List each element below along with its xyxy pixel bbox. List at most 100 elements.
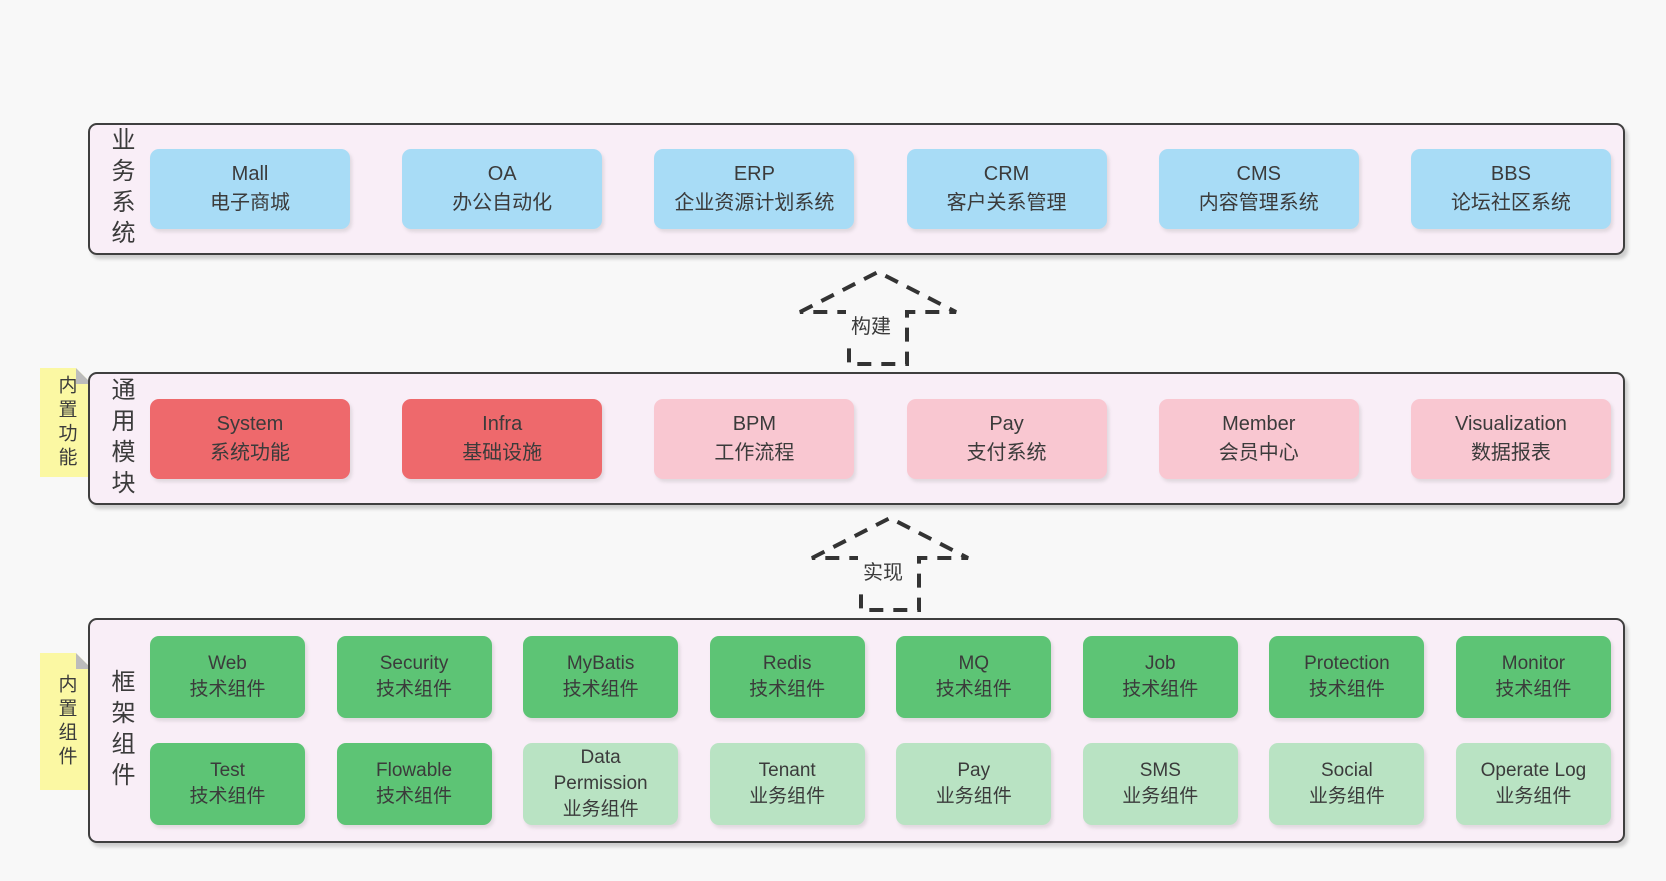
- box-name: Protection: [1304, 653, 1390, 674]
- box-name: BPM: [732, 412, 777, 435]
- box-desc: 业务组件: [935, 786, 1012, 807]
- box-desc: 论坛社区系统: [1450, 192, 1571, 214]
- box-desc: 技术组件: [376, 786, 453, 807]
- note-builtin-features: 内置功能: [40, 368, 92, 477]
- box-desc: 业务组件: [1308, 786, 1385, 807]
- build-arrow-icon: [799, 269, 957, 366]
- box-member: Member 会员中心: [1158, 398, 1359, 479]
- build-arrow-label: 构建: [846, 308, 896, 341]
- box-name: Redis: [762, 653, 812, 674]
- box-desc: 技术组件: [189, 679, 266, 700]
- box-name: Operate Log: [1480, 760, 1587, 781]
- box-desc: 技术组件: [1308, 679, 1385, 700]
- box-name: Job: [1144, 653, 1176, 674]
- implement-arrow-label: 实现: [858, 554, 908, 587]
- box-desc: 基础设施: [462, 441, 543, 464]
- box-desc: 技术组件: [935, 679, 1012, 700]
- box-desc: 数据报表: [1470, 441, 1551, 464]
- component-rows: Web 技术组件 Security 技术组件 MyBatis 技术组件 Redi…: [150, 636, 1611, 825]
- component-row-2: Test 技术组件 Flowable 技术组件 Data Permission …: [150, 743, 1611, 825]
- box-test: Test 技术组件: [150, 743, 305, 825]
- box-name: Mall: [231, 163, 269, 185]
- box-name: Infra: [482, 412, 523, 435]
- box-desc: 技术组件: [376, 679, 453, 700]
- box-web: Web 技术组件: [150, 636, 305, 718]
- box-name: Member: [1222, 412, 1296, 435]
- box-operate-log: Operate Log 业务组件: [1455, 743, 1611, 825]
- box-visualization: Visualization 数据报表: [1410, 398, 1611, 479]
- box-social: Social 业务组件: [1269, 743, 1425, 825]
- box-desc: 业务组件: [1122, 786, 1199, 807]
- box-job: Job 技术组件: [1082, 636, 1238, 718]
- box-name: Web: [208, 653, 247, 674]
- box-infra: Infra 基础设施: [402, 398, 603, 479]
- box-tenant: Tenant 业务组件: [709, 743, 865, 825]
- box-mybatis: MyBatis 技术组件: [523, 636, 679, 718]
- box-pay-component: Pay 业务组件: [896, 743, 1052, 825]
- box-name: Social: [1321, 760, 1373, 781]
- box-security: Security 技术组件: [336, 636, 492, 718]
- box-sms: SMS 业务组件: [1082, 743, 1238, 825]
- box-name: ERP: [733, 163, 775, 185]
- box-name: SMS: [1139, 760, 1181, 781]
- box-name: Visualization: [1454, 412, 1567, 435]
- box-desc: 工作流程: [714, 441, 795, 464]
- box-name: Test: [210, 760, 245, 781]
- box-name: BBS: [1490, 163, 1531, 185]
- box-monitor: Monitor 技术组件: [1455, 636, 1611, 718]
- box-name: CMS: [1236, 163, 1281, 185]
- box-desc: 电子商城: [210, 192, 290, 214]
- box-erp: ERP 企业资源计划系统: [654, 149, 855, 229]
- component-row-1: Web 技术组件 Security 技术组件 MyBatis 技术组件 Redi…: [150, 636, 1611, 718]
- box-name: Pay: [957, 760, 991, 781]
- box-desc: 业务组件: [749, 786, 826, 807]
- box-system: System 系统功能: [150, 398, 350, 479]
- box-desc: 系统功能: [210, 441, 290, 464]
- panel-framework-components: 框架组件 Web 技术组件 Security 技术组件 MyBatis 技术组件…: [88, 618, 1625, 843]
- box-name: CRM: [983, 163, 1030, 185]
- box-cms: CMS 内容管理系统: [1158, 149, 1359, 229]
- box-desc: 会员中心: [1218, 441, 1299, 464]
- implement-arrow-icon: [811, 515, 969, 612]
- note-text: 内置功能: [55, 374, 77, 471]
- box-flowable: Flowable 技术组件: [336, 743, 492, 825]
- box-name: MQ: [958, 653, 990, 674]
- box-desc: 业务组件: [562, 799, 639, 820]
- box-data-permission: Data Permission 业务组件: [523, 743, 679, 825]
- box-name: Monitor: [1501, 653, 1566, 674]
- box-redis: Redis 技术组件: [709, 636, 865, 718]
- panel-business-label: 业务系统: [107, 127, 134, 251]
- box-desc: 技术组件: [562, 679, 639, 700]
- module-boxes: System 系统功能 Infra 基础设施 BPM 工作流程 Pay 支付系统…: [150, 374, 1611, 503]
- box-name: MyBatis: [566, 653, 635, 674]
- box-mall: Mall 电子商城: [150, 149, 350, 229]
- box-bpm: BPM 工作流程: [654, 398, 855, 479]
- box-name: Pay: [989, 412, 1024, 435]
- box-protection: Protection 技术组件: [1269, 636, 1425, 718]
- box-desc: 办公自动化: [452, 192, 553, 214]
- box-name: Security: [379, 653, 449, 674]
- box-name: System: [216, 412, 284, 435]
- box-desc: 客户关系管理: [946, 192, 1067, 214]
- box-name: OA: [487, 163, 517, 185]
- box-name: Flowable: [376, 760, 453, 781]
- box-bbs: BBS 论坛社区系统: [1410, 149, 1611, 229]
- panel-business-systems: 业务系统 Mall 电子商城 OA 办公自动化 ERP 企业资源计划系统 CRM…: [88, 123, 1625, 255]
- box-desc: 技术组件: [189, 786, 266, 807]
- box-name: Tenant: [758, 760, 816, 781]
- box-crm: CRM 客户关系管理: [906, 149, 1107, 229]
- panel-modules-label: 通用模块: [107, 376, 134, 501]
- box-desc: 技术组件: [1122, 679, 1199, 700]
- note-text: 内置组件: [55, 673, 77, 770]
- box-name: Data Permission: [553, 747, 648, 794]
- box-desc: 支付系统: [966, 441, 1047, 464]
- box-desc: 企业资源计划系统: [674, 192, 835, 214]
- box-mq: MQ 技术组件: [896, 636, 1052, 718]
- business-boxes: Mall 电子商城 OA 办公自动化 ERP 企业资源计划系统 CRM 客户关系…: [150, 125, 1611, 253]
- box-oa: OA 办公自动化: [402, 149, 603, 229]
- panel-common-modules: 通用模块 System 系统功能 Infra 基础设施 BPM 工作流程 Pay…: [88, 372, 1625, 505]
- box-desc: 业务组件: [1495, 786, 1572, 807]
- box-pay-system: Pay 支付系统: [906, 398, 1107, 479]
- note-builtin-components: 内置组件: [40, 653, 92, 790]
